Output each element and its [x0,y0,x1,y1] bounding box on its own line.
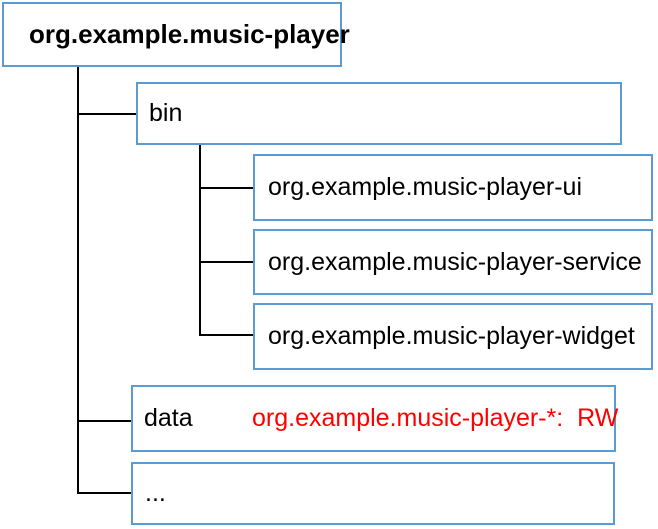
node-music-player-ui: org.example.music-player-ui [253,154,653,221]
node-music-player-widget-label: org.example.music-player-widget [268,322,635,350]
connector-branch-service [199,261,253,263]
connector-trunk-bin [199,145,201,336]
connector-branch-data [77,420,131,422]
node-music-player-ui-label: org.example.music-player-ui [268,173,583,201]
node-ellipsis-label: ... [145,479,166,507]
node-music-player-service: org.example.music-player-service [253,229,653,295]
connector-branch-bin [77,113,136,115]
node-bin-directory-label: bin [149,99,183,127]
node-root-package: org.example.music-player [2,2,350,67]
connector-trunk-root [77,67,79,494]
node-bin-directory: bin [136,82,622,145]
node-data-directory-label: data [144,404,193,432]
node-music-player-widget: org.example.music-player-widget [253,303,653,370]
node-data-directory: data org.example.music-player-*: RW [131,385,619,452]
node-ellipsis: ... [131,462,615,525]
connector-branch-ui [199,187,253,189]
data-permission-annotation: org.example.music-player-*: RW [252,404,619,432]
node-music-player-service-label: org.example.music-player-service [268,247,642,276]
node-root-package-label: org.example.music-player [29,19,350,49]
connector-branch-ellipsis [77,492,131,494]
connector-branch-widget [199,334,253,336]
